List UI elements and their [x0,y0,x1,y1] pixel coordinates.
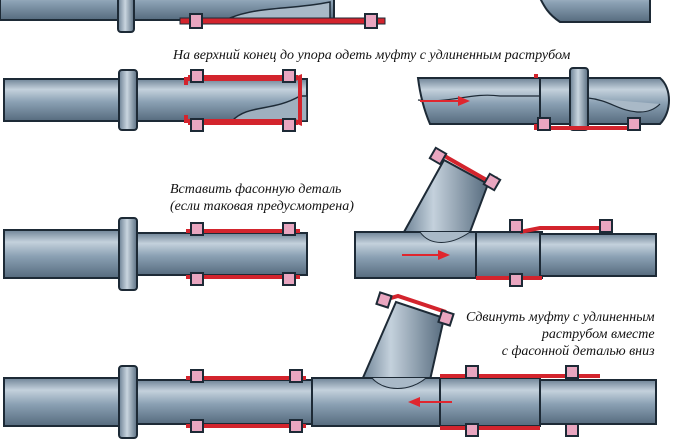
row-0-pipe-assembly [0,0,651,33]
caption-step-3-line: с фасонной деталью вниз [501,344,655,359]
caption-step-3-line: Сдвинуть муфту с удлиненным [466,310,655,325]
row-3-tee-fitting [311,291,455,427]
row-2-direction-arrow [402,250,450,260]
row-3-right-pipe-assembly [439,365,657,437]
caption-step-1: На верхний конец до упора одеть муфту с … [173,48,571,63]
caption-step-3: Сдвинуть муфту с удлиненным раструбом вм… [466,309,655,360]
row-1-direction-arrow [420,96,470,106]
row-2-right-pipe-assembly [475,219,657,287]
row-3-pipe-assembly [3,365,314,439]
caption-step-2: Вставить фасонную деталь (если таковая п… [170,181,354,215]
caption-step-3-line: раструбом вместе [541,327,655,342]
caption-step-2-line: (если таковая предусмотрена) [170,199,354,214]
row-1-right-pipe-assembly [416,67,670,131]
row-2-left-pipe-assembly [3,217,308,291]
row-1-left-pipe-assembly [3,69,308,132]
caption-step-2-line: Вставить фасонную деталь [170,182,342,197]
row-3-return-arrow [408,397,452,407]
